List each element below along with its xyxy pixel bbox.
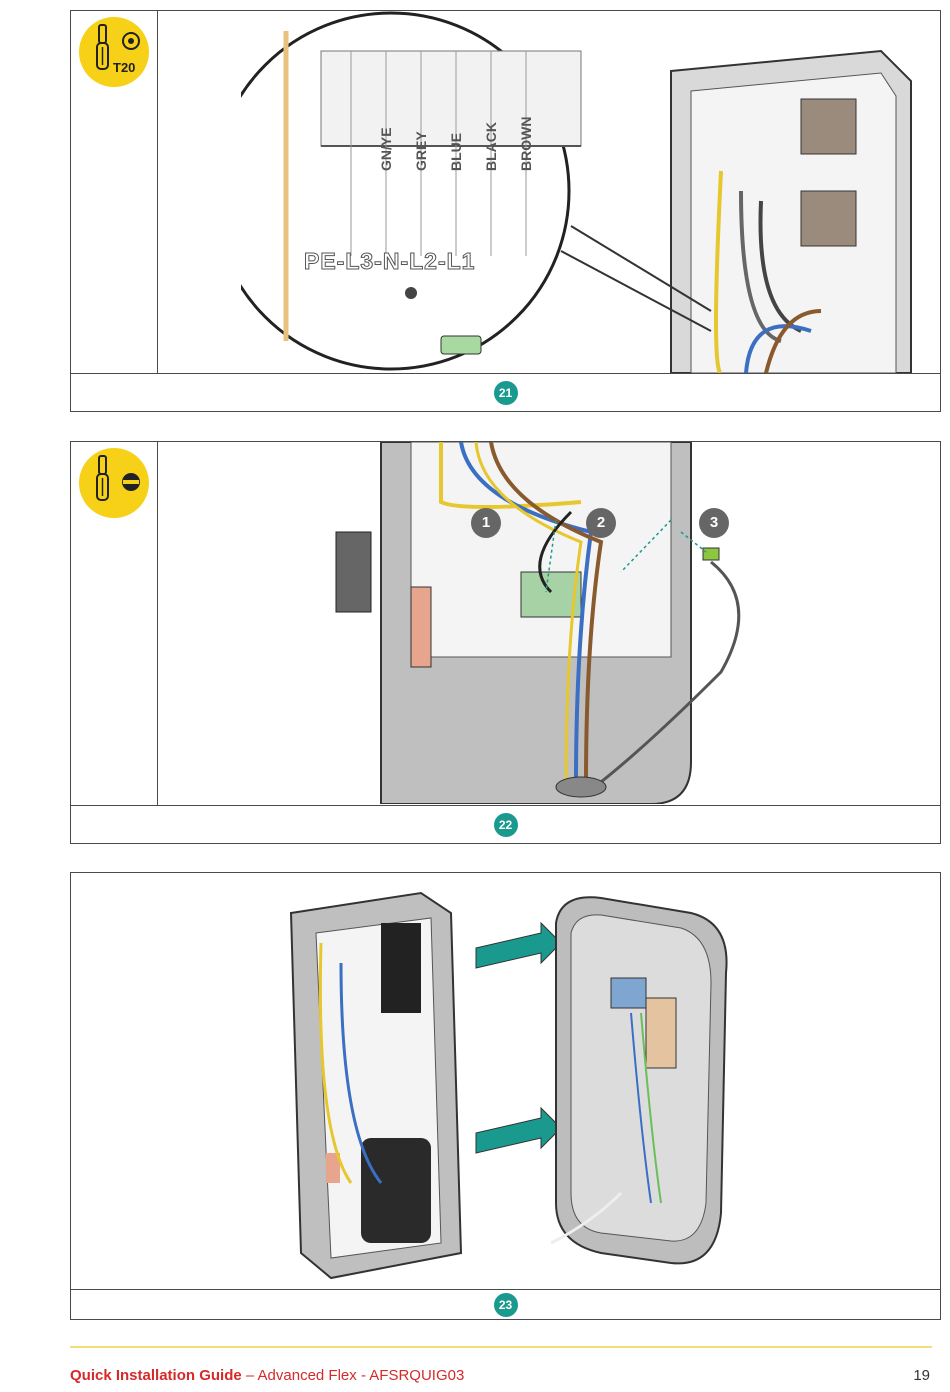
page-number: 19: [913, 1367, 930, 1384]
wire-label-grey: GREY: [413, 131, 429, 171]
tool-column: [71, 442, 158, 806]
step-22-panel: 1 2 3 22: [70, 441, 941, 844]
footer-title: Quick Installation Guide – Advanced Flex…: [70, 1367, 464, 1384]
step-number-badge: 22: [493, 812, 518, 837]
cover-assembly-illustration: [289, 891, 728, 1280]
step-number-strip: 23: [71, 1289, 940, 1319]
step-number-strip: 21: [71, 373, 940, 411]
guide-title: Quick Installation Guide: [70, 1367, 242, 1384]
wire-label-gn-ye: GN/YE: [378, 127, 394, 171]
terminal-wiring-illustration: [241, 11, 912, 373]
callout-2: 2: [586, 508, 616, 538]
connector-wiring-illustration: [335, 442, 741, 804]
callout-1: 1: [471, 508, 501, 538]
torx-screwdriver-icon: T20: [79, 17, 149, 87]
tool-column: T20: [71, 11, 158, 374]
tool-label: T20: [113, 60, 136, 75]
wire-label-blue: BLUE: [448, 132, 464, 171]
step-number-strip: 22: [71, 805, 940, 843]
step-23-panel: 23: [70, 872, 941, 1320]
flat-screwdriver-icon: [79, 448, 149, 518]
guide-subtitle: – Advanced Flex - AFSRQUIG03: [241, 1367, 465, 1384]
step-21-panel: T20 GN/YE GREY BLUE BLACK BROWN: [70, 10, 941, 412]
step-number-badge: 23: [493, 1292, 518, 1317]
wire-label-black: BLACK: [483, 122, 499, 171]
footer-rule: [70, 1346, 932, 1348]
step-number-badge: 21: [493, 380, 518, 405]
wire-label-brown: BROWN: [518, 116, 534, 171]
callout-3: 3: [699, 508, 729, 538]
terminal-code-label: PE-L3-N-L2-L1: [303, 248, 476, 275]
